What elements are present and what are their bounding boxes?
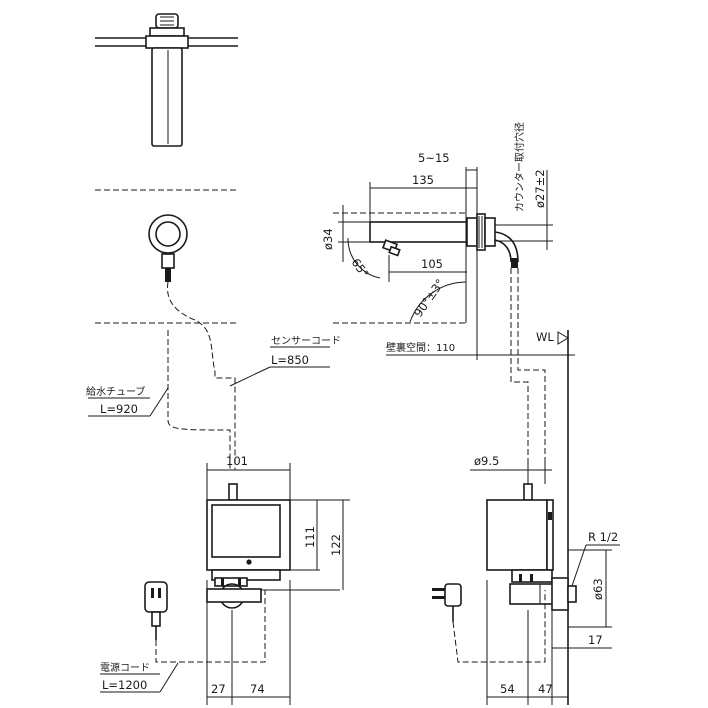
supply-tube-length: L=920	[100, 402, 138, 416]
power-cord-label: 電源コード	[100, 661, 150, 674]
mount-hole-label: カウンター取付穴径	[513, 122, 526, 212]
control-box-side: ø9.5 R 1/2 ø63 17 54	[432, 454, 620, 705]
thread-label: R 1/2	[588, 530, 618, 544]
dim-pipe-dia: ø63	[591, 578, 605, 600]
dim-box-width: 101	[226, 454, 248, 468]
sensor-cord-label: センサーコード	[271, 335, 341, 347]
faucet-side-view	[95, 13, 238, 147]
dim-box-h2: 122	[329, 534, 343, 556]
supply-tube-callout: 給水チューブ L=920	[86, 385, 169, 417]
dim-spout-dia: ø34	[321, 228, 335, 250]
dim-mount-hole: ø27±2	[533, 169, 547, 208]
sensor-cord-callout: センサーコード L=850	[229, 335, 341, 387]
power-cord-callout: 電源コード L=1200	[100, 661, 179, 693]
spout-top-view	[148, 214, 236, 470]
control-box-front: 101 111 122 27 74	[144, 454, 350, 705]
sensor-cord-length: L=850	[271, 353, 309, 367]
dim-bottom-54: 54	[500, 682, 515, 696]
dim-wall-gap: 5~15	[418, 151, 450, 165]
wl-label: WL	[536, 330, 554, 344]
faucet-section-view: 5~15 135 ø34 65° 105 90°±3°	[321, 122, 575, 705]
dim-box-h1: 111	[303, 526, 317, 548]
dim-offset-17: 17	[588, 633, 603, 647]
supply-tube-label: 給水チューブ	[86, 385, 145, 398]
dim-angle-65: 65°	[349, 256, 372, 281]
dim-wall-space: 壁裏空間：110	[386, 341, 455, 354]
dim-bottom-74: 74	[250, 682, 265, 696]
dim-spout-inner: 105	[421, 257, 443, 271]
dim-angle-90: 90°±3°	[411, 276, 447, 319]
dim-tube-dia: ø9.5	[474, 454, 499, 468]
power-cord-length: L=1200	[102, 678, 147, 692]
dim-spout-length: 135	[412, 173, 434, 187]
dim-bottom-27: 27	[211, 682, 226, 696]
dim-bottom-47: 47	[538, 682, 553, 696]
